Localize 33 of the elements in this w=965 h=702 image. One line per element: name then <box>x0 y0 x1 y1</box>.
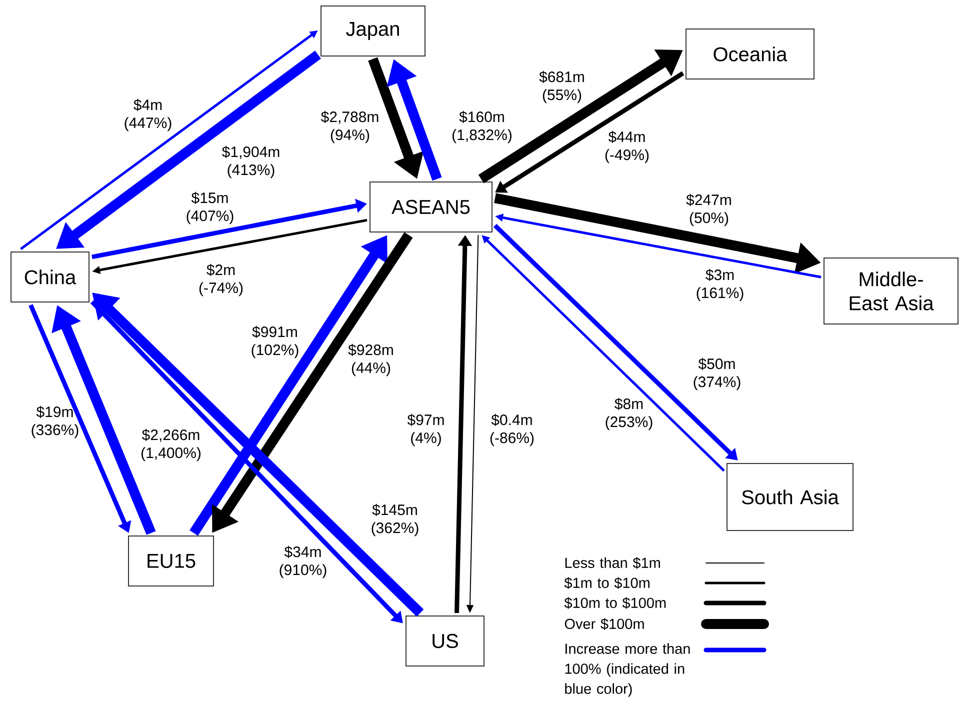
edge-label: $991m (102%) <box>252 326 298 358</box>
region-box: US <box>406 616 484 666</box>
region-box: Japan <box>320 6 426 56</box>
region-box: South Asia <box>726 463 854 531</box>
edge-label: $3m (161%) <box>696 268 744 302</box>
region-box: China <box>10 252 90 302</box>
edge-label: $145m (362%) <box>372 504 418 536</box>
edge-label: $97m (4%) <box>407 414 444 446</box>
edge-label: $15m (407%) <box>186 192 234 224</box>
edge-label: $8m (253%) <box>606 398 652 430</box>
edge-label: $160m (1,832%) <box>452 110 512 144</box>
edge-label: $4m (447%) <box>124 98 172 132</box>
edge-label: $247m (50%) <box>686 194 731 226</box>
edge-label: $34m (910%) <box>280 546 326 578</box>
region-box: ASEAN5 <box>370 182 492 232</box>
legend-text: Over $100m <box>564 618 644 630</box>
edge-label: $2m (-74%) <box>199 264 243 296</box>
legend-text: Increase more than 100% (indicated in blue color) <box>565 643 690 697</box>
legend-text: $1m to $10m <box>564 577 650 589</box>
edge-label: $2,266m (1,400%) <box>142 428 200 462</box>
edge-label: $19m (336%) <box>32 406 78 438</box>
legend-text: Less than $1m <box>565 557 660 569</box>
region-box: Oceania <box>686 28 814 80</box>
edge-label: $44m (-49%) <box>605 130 649 164</box>
legend-text: $10m to $100m <box>564 597 666 609</box>
region-box: EU15 <box>128 536 214 586</box>
edge-label: $681m (55%) <box>539 70 584 104</box>
edge-label: $928m (44%) <box>348 344 393 376</box>
region-box: Middle-East Asia <box>824 258 959 324</box>
edge-label: $0.4m (-86%) <box>490 414 534 446</box>
edge-label: $50m (374%) <box>694 358 740 390</box>
edge-label: $1,904m (413%) <box>222 146 280 178</box>
edge-label: $2,788m (94%) <box>320 110 378 144</box>
